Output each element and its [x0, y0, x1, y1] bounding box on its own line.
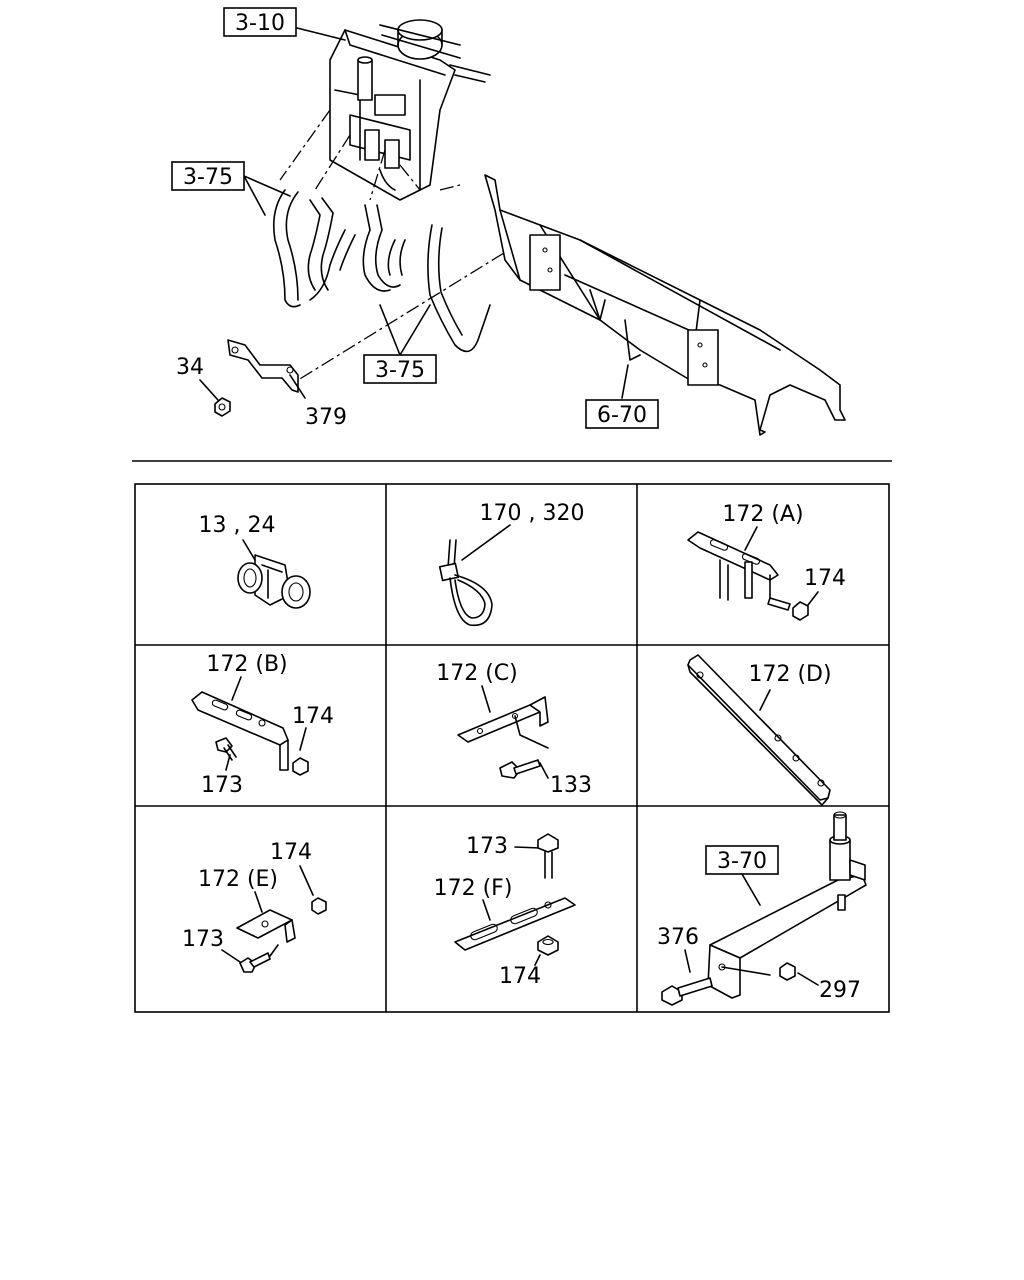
- cell3-label: 172 (A): [722, 502, 803, 527]
- callout-box-3-75-bottom: [363, 354, 437, 384]
- callout-box-3-70: [705, 845, 779, 875]
- callout-box-6-70: [585, 399, 659, 429]
- part-379-label: 379: [305, 405, 347, 430]
- chassis-frame: [484, 174, 846, 436]
- callout-box-3-75-top: [171, 161, 245, 191]
- callout-3-10: 3-10: [235, 11, 285, 36]
- cell4-sub1: 174: [292, 704, 334, 729]
- cell5-label: 172 (C): [436, 661, 518, 686]
- callout-6-70: 6-70: [597, 403, 647, 428]
- cell8-label-173: 173: [466, 834, 508, 859]
- valve-assembly: [329, 19, 491, 201]
- cell4-sub2: 173: [201, 773, 243, 798]
- cell9-sub1: 376: [657, 925, 699, 950]
- hose-group: [272, 189, 491, 353]
- cell8-label-174: 174: [499, 964, 541, 989]
- cell9-sub2: 297: [819, 978, 861, 1003]
- callout-3-75-bottom: 3-75: [375, 358, 425, 383]
- bracket-379: [227, 339, 299, 393]
- cell1-label: 13 , 24: [199, 513, 276, 538]
- cell-clip-13-24: 13 , 24: [199, 513, 311, 609]
- callout-box-3-10: [223, 7, 297, 37]
- cell-plate-172f: 173 172 (F) 174: [434, 833, 576, 989]
- cell5-sub1: 133: [550, 773, 592, 798]
- cell-cable-tie: 170 , 320: [438, 501, 585, 627]
- top-leaders: [199, 27, 629, 401]
- cell-bracket-172a: 172 (A) 174: [687, 502, 846, 621]
- cell7-sub2: 173: [182, 927, 224, 952]
- leader-dashes: [279, 109, 526, 386]
- callout-3-75-top: 3-75: [183, 165, 233, 190]
- cell-plate-172d: 172 (D): [687, 654, 832, 806]
- cell8-label: 172 (F): [434, 876, 513, 901]
- cell7-sub1: 174: [270, 840, 312, 865]
- cell2-label: 170 , 320: [480, 501, 585, 526]
- callout-3-70: 3-70: [717, 849, 767, 874]
- cell7-label: 172 (E): [198, 867, 278, 892]
- cell3-sub1: 174: [804, 566, 846, 591]
- part-34-label: 34: [176, 355, 204, 380]
- cell-bracket-3-70: 3-70 376 297: [657, 811, 867, 1006]
- cell4-label: 172 (B): [206, 652, 287, 677]
- cell-bracket-172c: 172 (C) 133: [436, 661, 592, 798]
- cell-bracket-172e: 172 (E) 174 173: [182, 840, 327, 973]
- cell6-label: 172 (D): [748, 662, 831, 687]
- nut-34: [214, 397, 231, 417]
- cell-bracket-172b: 172 (B) 174 173: [191, 652, 334, 798]
- parts-grid: [134, 483, 890, 1013]
